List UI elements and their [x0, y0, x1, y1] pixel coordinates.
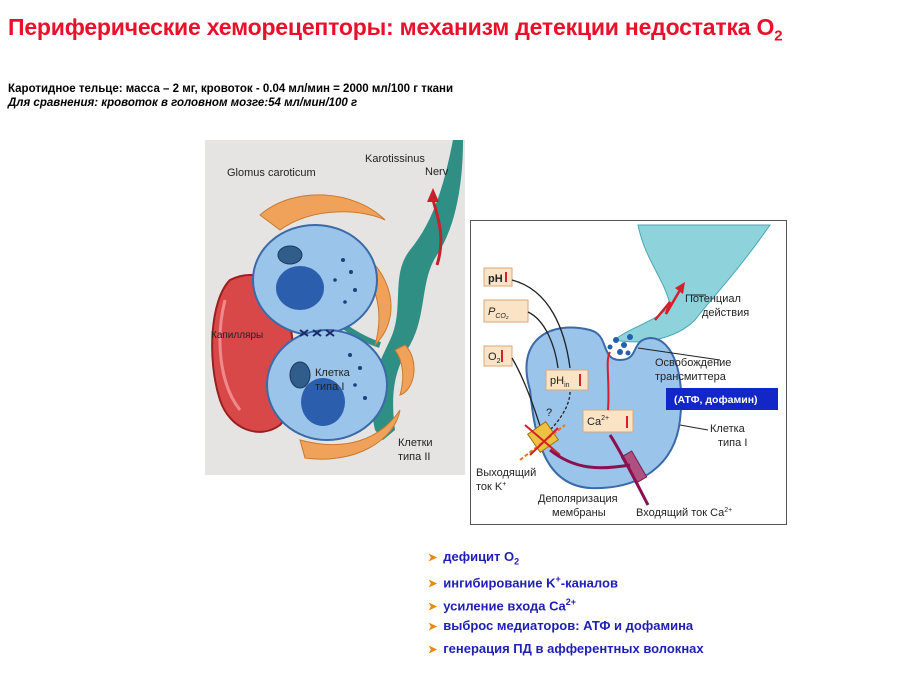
label-ap-2: действия [702, 307, 749, 319]
ph-label: pH [488, 273, 503, 285]
signal-arrow [431, 199, 443, 266]
k-efflux-arrow [519, 424, 566, 461]
step-5: ➤генерация ПД в афферентных волокнах [428, 641, 704, 656]
label-ca-current: Входящий ток Ca2+ [636, 507, 732, 519]
type2-cell-small [394, 344, 415, 396]
o2-box [483, 345, 513, 367]
pointer-cell [679, 424, 709, 431]
arrow-pco2-to-phin [527, 311, 559, 369]
step-1: ➤дефицит O2 [428, 549, 520, 567]
mechanism-steps-list: ➤дефицит O2 ➤ингибирование K+-каналов ➤у… [428, 545, 704, 660]
action-potential-arrowhead [675, 282, 685, 294]
bullet-arrow-icon: ➤ [428, 552, 438, 564]
transmitter-vesicles [607, 334, 633, 356]
mediator-badge-text: (АТФ, дофамин) [674, 394, 758, 406]
pco2-label: PCO₂ [488, 306, 509, 320]
nerve-ending [613, 224, 771, 343]
action-potential-arrow [654, 289, 682, 321]
question-mark: ? [546, 407, 552, 419]
label-release-1: Освобождение [655, 357, 731, 369]
mediator-badge [666, 388, 778, 410]
label-ap-1: Потенциал [685, 293, 741, 305]
secretory-granules [333, 258, 367, 400]
page-title: Периферические хеморецепторы: механизм д… [8, 14, 783, 45]
label-nerve-1: Karotissinus [365, 153, 425, 165]
label-capillary: Капилляры [211, 330, 263, 341]
type2-cell-bottom [299, 409, 401, 460]
label-kout-2: ток K+ [476, 481, 506, 493]
signal-arrowhead [427, 188, 439, 202]
pco2-box [483, 299, 529, 323]
mechanism-diagram: pH PCO₂ O2 pHin Ca2+ ? Потенциал действи… [470, 220, 787, 525]
bullet-arrow-icon: ➤ [428, 644, 438, 656]
nucleus-upper [276, 266, 324, 310]
step-3: ➤усиление входа Ca2+ [428, 597, 576, 614]
capillary-lumen [218, 299, 242, 411]
o2-label: O2 [488, 351, 501, 365]
nucleus-lower [301, 378, 345, 426]
info-line-2: Для сравнения: кровоток в головном мозге… [8, 97, 358, 109]
phin-label: pHin [550, 375, 570, 389]
depolarization-arrow [549, 448, 631, 470]
label-cell-1: Клетка [710, 423, 746, 435]
label-cell-1: Клетка [315, 367, 351, 379]
label-release-2: трансмиттера [655, 371, 727, 383]
step-4: ➤выброс медиаторов: АТФ и дофамина [428, 618, 694, 633]
info-line-1: Каротидное тельце: масса – 2 мг, кровото… [8, 83, 454, 95]
arrow-ca-to-release [606, 351, 611, 411]
gap-junctions [299, 329, 335, 337]
label-cell-2: типа I [315, 381, 344, 393]
bullet-arrow-icon: ➤ [428, 621, 438, 633]
label-cells2-2: типа II [398, 451, 430, 463]
label-cells2-1: Клетки [398, 437, 433, 449]
bullet-arrow-icon: ➤ [428, 601, 438, 614]
label-glomus: Glomus caroticum [227, 167, 316, 179]
mitochondrion-lower [289, 361, 311, 389]
carotid-body-diagram: Glomus caroticum Karotissinus Nerv Капил… [205, 140, 465, 475]
label-kout-1: Выходящий [476, 467, 536, 479]
bullet-arrow-icon: ➤ [428, 578, 438, 591]
k-block-x1 [524, 424, 561, 456]
carotid-body-info: Каротидное тельце: масса – 2 мг, кровото… [8, 82, 453, 110]
label-depol-2: мембраны [552, 507, 606, 519]
arrow-ph-to-phin [511, 279, 571, 369]
mitochondrion-upper [277, 245, 303, 265]
nerve-trunk [371, 140, 463, 440]
pointer-release [637, 347, 721, 361]
step-2: ➤ингибирование K+-каналов [428, 574, 618, 591]
type2-cell-top [259, 194, 386, 231]
label-depol-1: Деполяризация [538, 493, 618, 505]
k-block-x2 [529, 427, 559, 456]
phin-box [545, 369, 589, 391]
label-nerve-2: Nerv [425, 166, 449, 178]
label-cell-2: типа I [718, 437, 747, 449]
arrow-phin-to-channel [549, 391, 571, 431]
type1-cell [525, 326, 683, 490]
ca-in-label: Ca2+ [587, 415, 609, 428]
